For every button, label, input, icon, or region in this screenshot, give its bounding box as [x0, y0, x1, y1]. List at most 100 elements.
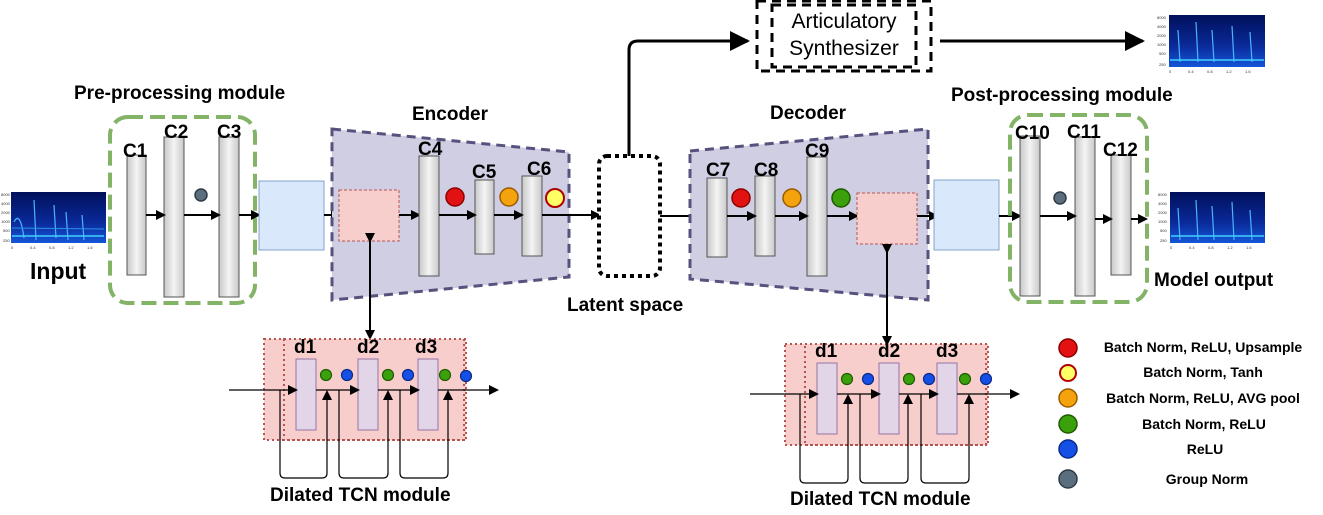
tick-label: 4000	[1157, 24, 1167, 29]
legend-yellow-dot	[1059, 364, 1077, 382]
tcn-block-d1	[816, 362, 838, 435]
tick-label: 500	[1159, 51, 1166, 56]
batchnorm-relu-dot	[902, 372, 916, 386]
conv-c9	[806, 156, 828, 277]
conv-c8	[754, 175, 776, 257]
batchnorm-relu-dot	[831, 188, 851, 208]
tick-label: 8000	[1158, 192, 1168, 197]
tcn-label-d3: d3	[415, 337, 437, 358]
group-norm-dot	[194, 188, 208, 202]
conv-label-c4: C4	[418, 139, 443, 160]
batchnorm-relu-avgpool-dot	[499, 187, 519, 207]
input-spectrogram: 8000 4000 2000 1000 500 250 0 0.4 0.8 1.…	[1, 192, 106, 250]
tick-label: 250	[1159, 62, 1166, 67]
tick-label: 0.4	[1189, 245, 1195, 250]
synthesizer-output-spectrogram: 8000 4000 2000 1000 500 250 0 0.4 0.8 1.…	[1157, 15, 1265, 74]
tick-label: 0	[1169, 69, 1172, 74]
postprocessing-border	[1008, 113, 1149, 304]
decoder-title: Decoder	[770, 103, 847, 124]
conv-c12	[1110, 154, 1132, 276]
legend-red-dot	[1058, 338, 1078, 358]
conv-label-c7: C7	[706, 160, 730, 181]
tick-label: 500	[1160, 228, 1167, 233]
tick-label: 250	[3, 238, 10, 243]
tick-label: 1.2	[68, 245, 74, 250]
conv-c7	[706, 177, 728, 258]
encoder-tcn-title: Dilated TCN module	[270, 485, 451, 506]
conv-label-c5: C5	[472, 162, 497, 183]
legend-orange-dot	[1058, 388, 1078, 408]
tick-label: 2000	[1158, 210, 1168, 215]
relu-dot	[922, 372, 936, 386]
latent-space-label: Latent space	[567, 295, 683, 316]
tcn-label-d1: d1	[815, 341, 838, 362]
tick-label: 0.4	[1188, 69, 1194, 74]
tick-label: 1.2	[1226, 69, 1232, 74]
tick-label: 8000	[1, 192, 11, 197]
tcn-label-d2: d2	[878, 341, 900, 362]
batchnorm-tanh-dot	[545, 188, 565, 208]
input-label: Input	[30, 258, 87, 284]
tick-label: 4000	[1158, 201, 1168, 206]
conv-label-c8: C8	[754, 160, 778, 181]
group-norm-dot	[1053, 191, 1067, 205]
articulatory-synthesizer-box	[755, 0, 933, 73]
tcn-label-d2: d2	[357, 337, 379, 358]
decoder-tcn-title: Dilated TCN module	[790, 489, 971, 510]
batchnorm-relu-upsample-dot	[731, 188, 751, 208]
legend-label: Batch Norm, Tanh	[1143, 364, 1263, 380]
conv-c6	[521, 175, 543, 257]
batchnorm-relu-dot	[381, 368, 395, 382]
conv-label-c12: C12	[1103, 140, 1138, 161]
model-output-label: Model output	[1154, 270, 1274, 291]
tick-label: 1000	[1, 219, 11, 224]
tick-label: 2000	[1157, 33, 1167, 38]
relu-dot	[401, 368, 415, 382]
tick-label: 0	[1170, 245, 1173, 250]
tcn-block-d3	[417, 358, 439, 431]
relu-dot	[861, 372, 875, 386]
tcn-label-d3: d3	[936, 341, 958, 362]
conv-c1	[126, 154, 147, 276]
tcn-block-d3	[936, 362, 958, 435]
legend-label: Batch Norm, ReLU, Upsample	[1104, 339, 1303, 355]
legend: Batch Norm, ReLU, Upsample Batch Norm, T…	[1058, 338, 1303, 489]
tcn-block-d1	[295, 358, 317, 431]
relu-dot	[979, 372, 993, 386]
tick-label: 2000	[1, 210, 11, 215]
tick-label: 4000	[1, 201, 11, 206]
tick-label: 1.2	[1227, 245, 1233, 250]
relu-dot	[340, 368, 354, 382]
tick-label: 250	[1160, 238, 1167, 243]
legend-label: Batch Norm, ReLU, AVG pool	[1106, 390, 1300, 406]
conv-label-c2: C2	[164, 122, 188, 143]
tcn-label-d1: d1	[294, 337, 317, 358]
conv-label-c10: C10	[1015, 123, 1050, 144]
tick-label: 1000	[1157, 42, 1167, 47]
encoder-tcn-block	[338, 189, 400, 242]
tick-label: 0	[11, 245, 14, 250]
batchnorm-relu-avgpool-dot	[782, 188, 802, 208]
tick-label: 0.8	[1208, 245, 1214, 250]
preprocessing-title: Pre-processing module	[74, 83, 285, 104]
legend-gray-dot	[1058, 469, 1078, 489]
conv-c3	[218, 136, 240, 298]
tcn-block-d2	[878, 362, 900, 435]
model-output-spectrogram: 8000 4000 2000 1000 500 250 0 0.4 0.8 1.…	[1158, 192, 1265, 250]
conv-label-c3: C3	[217, 122, 241, 143]
synthesizer-label-line2: Synthesizer	[789, 37, 899, 60]
tick-label: 8000	[1157, 15, 1167, 20]
batchnorm-relu-upsample-dot	[445, 187, 465, 207]
feature-block-post	[933, 179, 1000, 251]
batchnorm-relu-dot	[319, 368, 333, 382]
conv-label-c11: C11	[1067, 122, 1101, 143]
encoder-dilated-tcn-module: d1 d2 d3	[229, 337, 499, 479]
legend-green-dot	[1058, 414, 1078, 434]
legend-label: Group Norm	[1166, 471, 1248, 487]
batchnorm-relu-dot	[958, 372, 972, 386]
decoder-tcn-block	[856, 192, 918, 245]
conv-label-c9: C9	[805, 141, 829, 162]
conv-c2	[163, 136, 185, 298]
relu-dot	[459, 369, 473, 383]
